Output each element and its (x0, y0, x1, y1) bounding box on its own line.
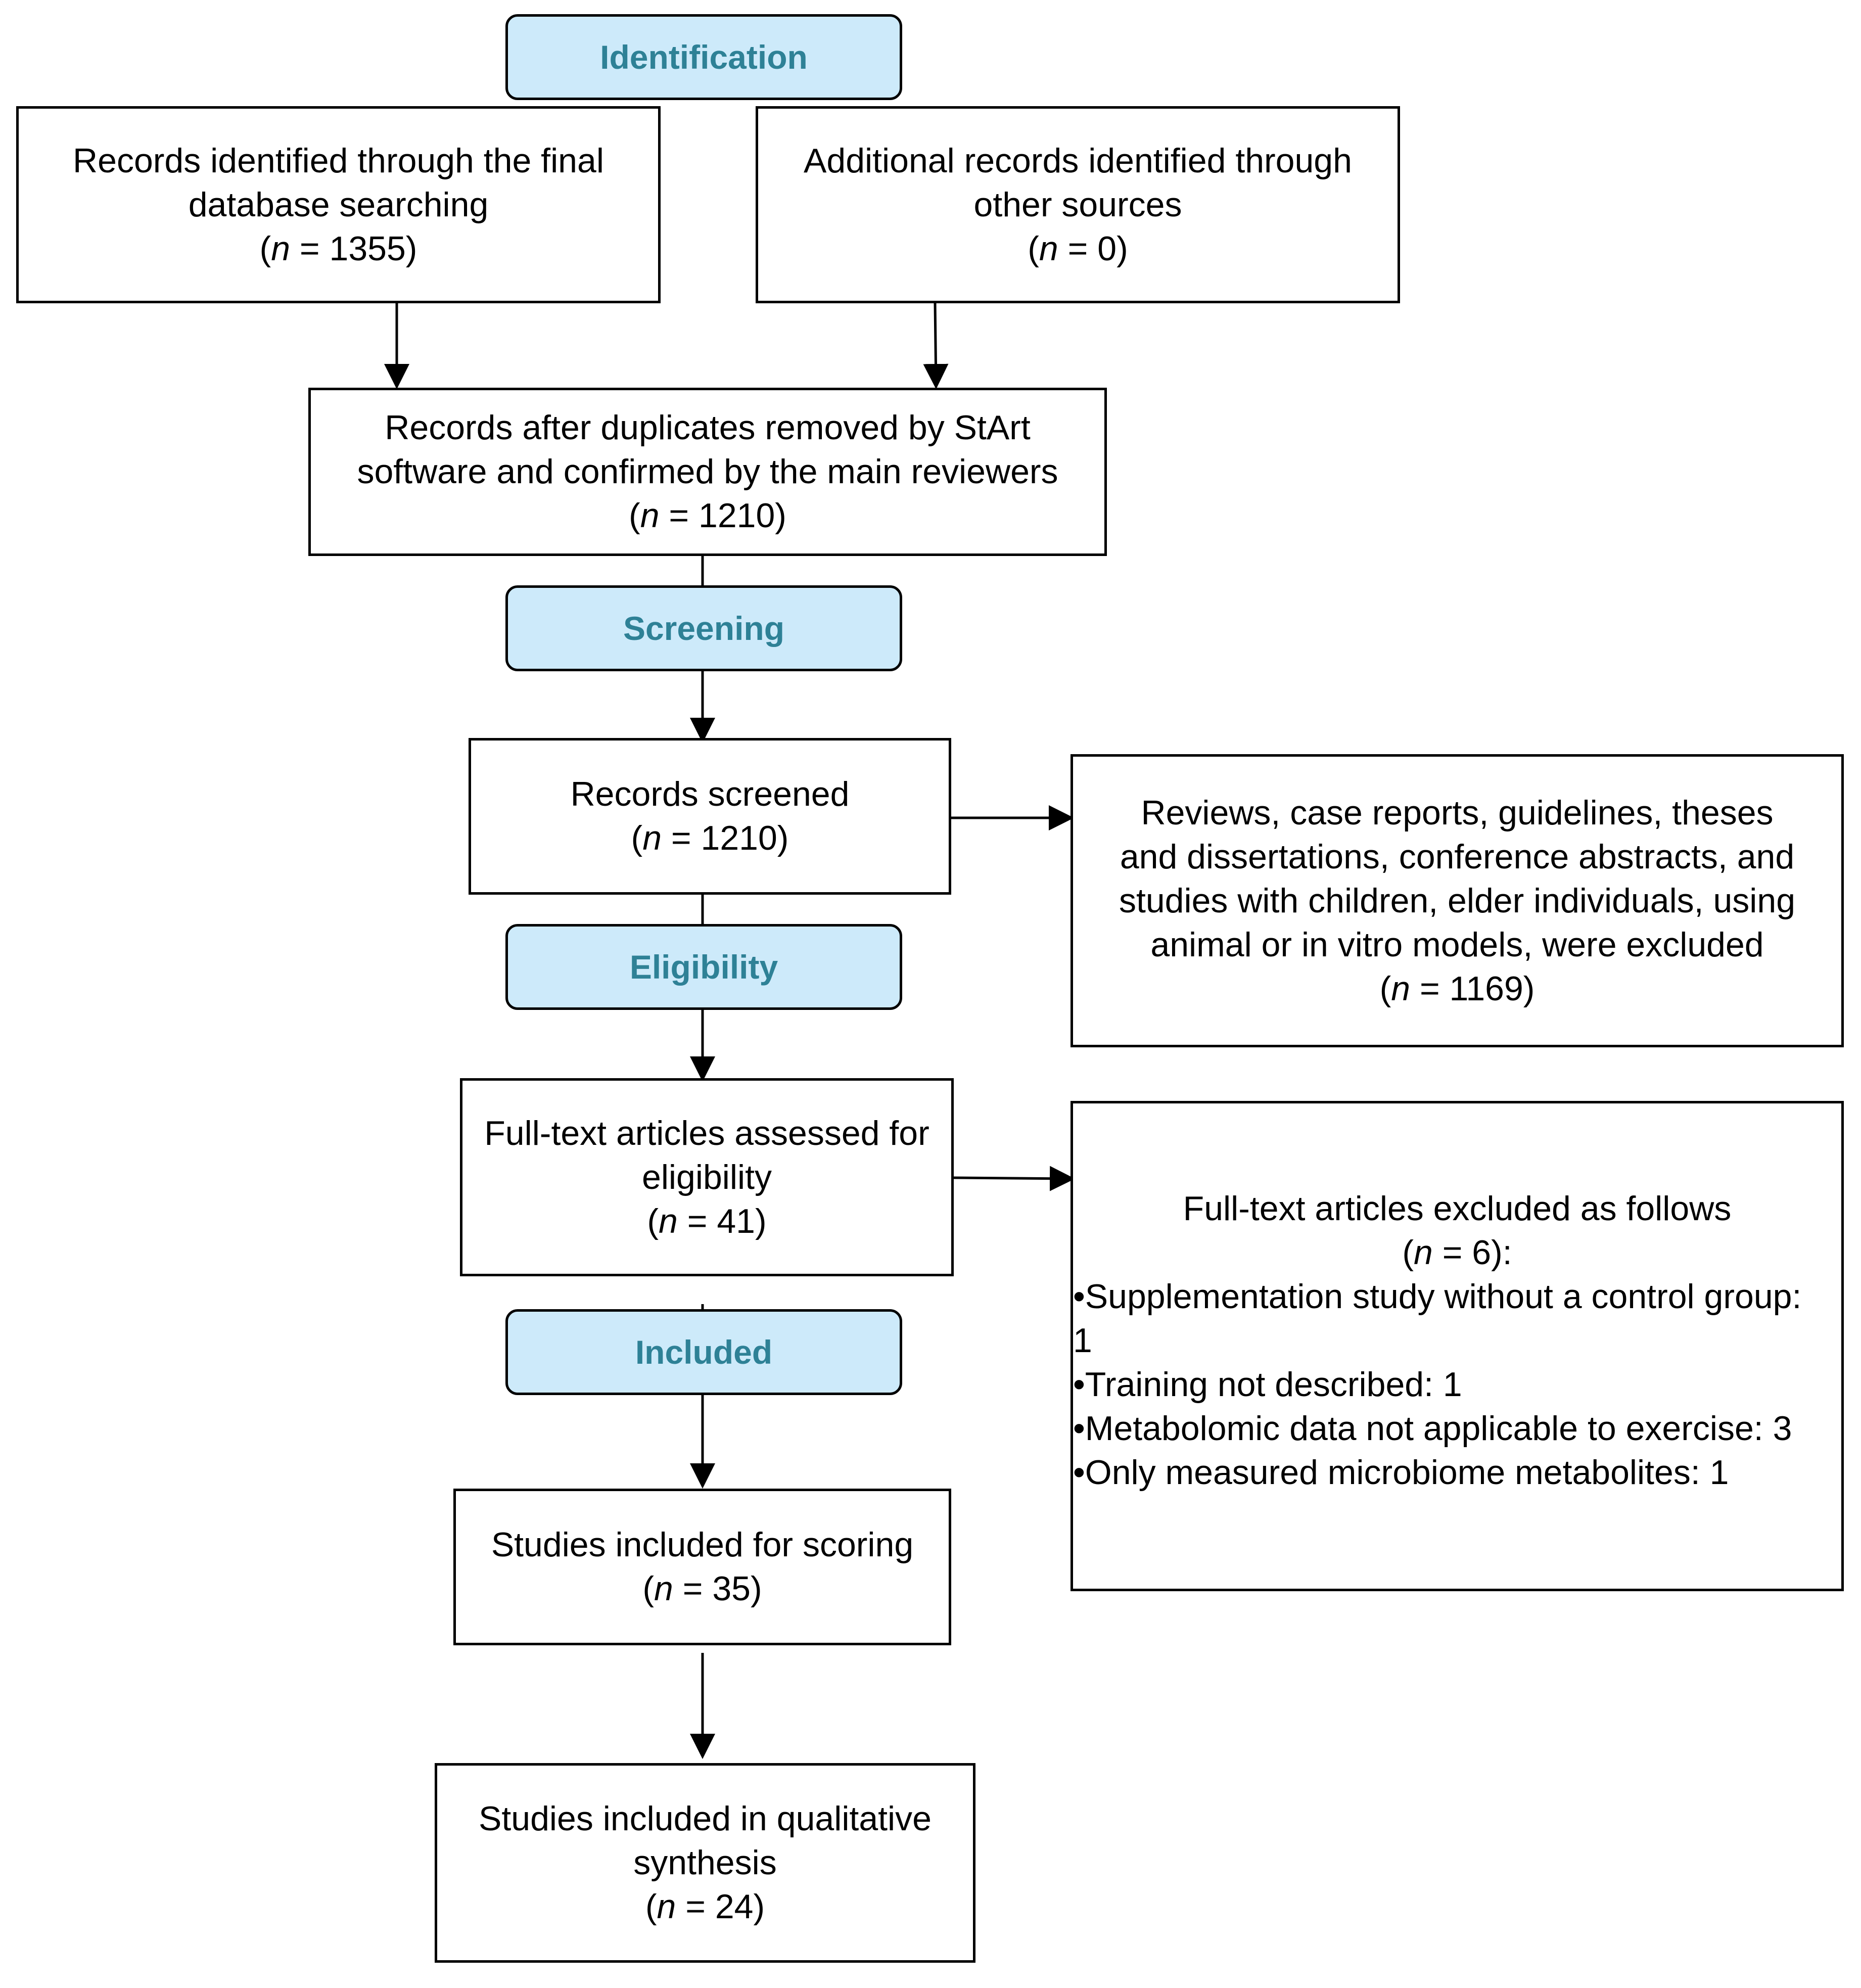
box-text-line: Full-text articles excluded as follows (1183, 1189, 1732, 1228)
box-text-line: Records after duplicates removed by StAr… (385, 408, 1031, 447)
record-count: (n = 41) (647, 1201, 767, 1240)
record-count: (n = 6): (1402, 1233, 1512, 1272)
record-count: (n = 35) (642, 1569, 762, 1608)
box-text-line: eligibility (642, 1158, 772, 1196)
box-records-screened: Records screened (n = 1210) (469, 738, 951, 895)
box-text-line: Full-text articles assessed for (484, 1114, 929, 1152)
box-text-line: Studies included in qualitative (479, 1799, 932, 1838)
stage-identification-label: Identification (600, 38, 808, 76)
record-count-value: 1355 (329, 229, 406, 268)
exclusion-reason-item: •Only measured microbiome metabolites: 1 (1073, 1453, 1729, 1492)
box-text-line: synthesis (633, 1843, 777, 1882)
box-text-line: Reviews, case reports, guidelines, these… (1141, 793, 1774, 832)
record-count-value: 1210 (699, 496, 775, 535)
box-duplicates-removed: Records after duplicates removed by StAr… (308, 388, 1107, 556)
record-count-value: 24 (715, 1887, 754, 1926)
stage-screening-label: Screening (623, 610, 785, 647)
record-count: (n = 24) (645, 1887, 765, 1926)
exclusion-reason-item: 1 (1073, 1321, 1092, 1360)
record-count-value: 41 (717, 1201, 755, 1240)
box-other-sources: Additional records identified through ot… (756, 106, 1400, 303)
box-database-records: Records identified through the final dat… (16, 106, 661, 303)
record-count: (n = 1169) (1379, 969, 1535, 1008)
box-text-line: database searching (188, 185, 489, 224)
box-text-line: Records identified through the final (73, 141, 604, 180)
box-excluded-fulltext: Full-text articles excluded as follows (… (1071, 1101, 1844, 1591)
exclusion-reason-item: •Training not described: 1 (1073, 1365, 1462, 1404)
stage-included-label: Included (635, 1333, 773, 1371)
record-count-value: 1169 (1449, 969, 1523, 1008)
stage-eligibility-label: Eligibility (629, 948, 778, 986)
exclusion-reason-item: •Metabolomic data not applicable to exer… (1073, 1409, 1792, 1448)
record-count: (n = 0) (1028, 229, 1128, 268)
box-text-line: Additional records identified through (804, 141, 1352, 180)
box-fulltext-assessed: Full-text articles assessed for eligibil… (460, 1078, 954, 1276)
stage-included: Included (505, 1309, 902, 1395)
record-count-value: 35 (712, 1569, 751, 1608)
box-excluded-screening: Reviews, case reports, guidelines, these… (1071, 754, 1844, 1047)
arrow-other-sources-to-duplicates (923, 303, 949, 389)
stage-eligibility: Eligibility (505, 924, 902, 1010)
box-text-line: animal or in vitro models, were excluded (1150, 925, 1764, 964)
record-count: (n = 1210) (629, 496, 786, 535)
stage-screening: Screening (505, 585, 902, 671)
record-count-value: 6 (1472, 1233, 1492, 1272)
box-text-line: Studies included for scoring (491, 1525, 914, 1564)
box-text-line: other sources (973, 185, 1182, 224)
record-count-value: 0 (1097, 229, 1117, 268)
record-count: (n = 1355) (259, 229, 417, 268)
exclusion-reason-item: •Supplementation study without a control… (1073, 1277, 1802, 1316)
stage-identification: Identification (505, 14, 902, 100)
arrow-fulltext-to-excluded (952, 1166, 1075, 1191)
record-count: (n = 1210) (631, 819, 789, 857)
box-text-line: and dissertations, conference abstracts,… (1120, 837, 1795, 876)
box-text-line: Records screened (570, 775, 850, 813)
record-count-value: 1210 (701, 819, 777, 857)
box-studies-qualitative: Studies included in qualitative synthesi… (435, 1763, 975, 1963)
box-text-line: software and confirmed by the main revie… (357, 452, 1058, 491)
box-studies-scoring: Studies included for scoring (n = 35) (453, 1489, 951, 1645)
box-text-line: studies with children, elder individuals… (1119, 881, 1796, 920)
